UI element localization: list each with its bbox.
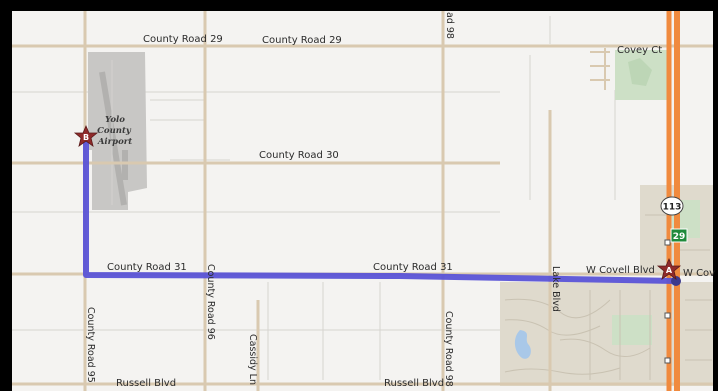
label-county-road-29-a: County Road 29 <box>143 34 223 45</box>
label-cassidy-ln: Cassidy Ln <box>247 334 258 385</box>
end-marker-b[interactable]: B <box>73 124 99 147</box>
label-county-road-29-b: County Road 29 <box>262 35 342 46</box>
subdivision-streets <box>590 48 610 90</box>
label-russell-blvd-b: Russell Blvd <box>384 378 444 389</box>
airport-label-line3: Airport <box>97 137 132 147</box>
label-russell-blvd-a: Russell Blvd <box>116 378 176 389</box>
airport-label-line1: Yolo <box>105 115 125 125</box>
label-w-covell-blvd: W Covell Blvd <box>586 265 655 276</box>
route-113-shield: 113 <box>660 196 684 216</box>
route-113-shield-label: 113 <box>663 203 682 213</box>
park-area <box>615 50 667 100</box>
end-marker-label: B <box>83 133 89 142</box>
start-marker-label: A <box>666 266 673 275</box>
label-county-road-31-b: County Road 31 <box>373 262 453 273</box>
route-line <box>83 140 677 284</box>
exit-29-shield-label: 29 <box>673 232 686 242</box>
airport-grounds <box>88 52 147 210</box>
label-county-road-31-a: County Road 31 <box>107 262 187 273</box>
label-county-road-30: County Road 30 <box>259 150 339 161</box>
label-county-road-96: County Road 96 <box>205 264 216 340</box>
label-w-covell-blvd-cut: W Cov <box>683 268 715 279</box>
interchange-markers <box>664 239 671 364</box>
airport-label-line2: County <box>97 126 132 136</box>
label-lake-blvd: Lake Blvd <box>550 266 561 312</box>
label-covey-ct: Covey Ct <box>617 45 662 56</box>
start-marker-a[interactable]: A <box>656 257 682 286</box>
label-county-road-95: County Road 95 <box>85 307 96 383</box>
label-county-road-98: County Road 98 <box>443 311 454 387</box>
label-county-road-98-top: ad 98 <box>444 12 455 39</box>
exit-29-shield: 29 <box>670 228 688 243</box>
